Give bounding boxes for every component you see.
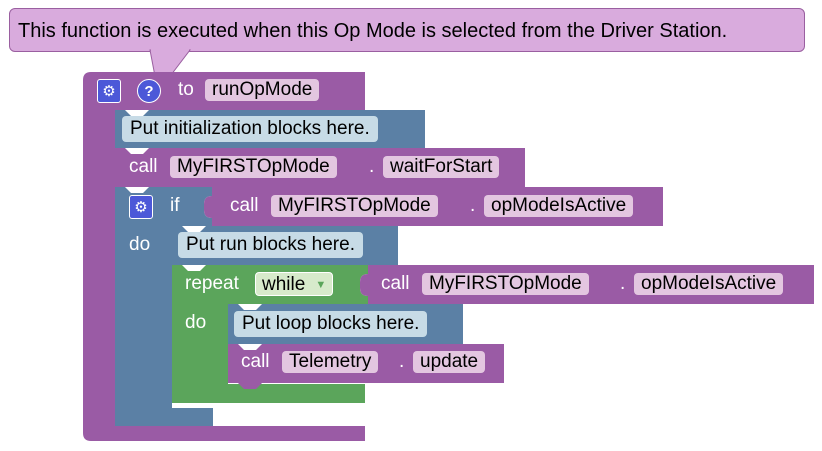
repeat-block[interactable] — [172, 265, 368, 403]
if-block[interactable] — [115, 187, 213, 426]
if-keyword: if — [170, 195, 180, 216]
dot-separator: . — [399, 351, 405, 372]
method-field[interactable]: opModeIsActive — [634, 273, 784, 295]
loop-comment-text[interactable]: Put loop blocks here. — [234, 311, 428, 337]
repeat-keyword: repeat — [185, 273, 239, 294]
method-field[interactable]: waitForStart — [383, 156, 500, 178]
call-keyword: call — [241, 351, 270, 372]
tooltip: This function is executed when this Op M… — [9, 8, 805, 52]
object-field[interactable]: MyFIRSTOpMode — [271, 195, 438, 217]
object-field[interactable]: Telemetry — [282, 351, 379, 373]
method-field[interactable]: update — [413, 351, 486, 373]
dot-separator: . — [470, 195, 476, 216]
method-field[interactable]: opModeIsActive — [484, 195, 634, 217]
if-gear-icon[interactable]: ⚙ — [129, 195, 153, 219]
to-keyword: to — [178, 79, 194, 100]
dot-separator: . — [620, 273, 626, 294]
dropdown-arrow-icon: ▼ — [315, 279, 327, 291]
do-keyword: do — [185, 312, 207, 333]
function-name-field[interactable]: runOpMode — [205, 79, 320, 101]
call-keyword: call — [230, 195, 259, 216]
object-field[interactable]: MyFIRSTOpMode — [170, 156, 337, 178]
tooltip-text: This function is executed when this Op M… — [18, 20, 728, 42]
help-icon[interactable]: ? — [137, 79, 161, 103]
run-comment-text[interactable]: Put run blocks here. — [178, 232, 363, 258]
gear-icon[interactable]: ⚙ — [97, 79, 121, 103]
function-block[interactable] — [83, 72, 365, 441]
repeat-mode-dropdown[interactable]: while ▼ — [255, 272, 334, 296]
do-keyword: do — [129, 234, 151, 255]
object-field[interactable]: MyFIRSTOpMode — [422, 273, 589, 295]
call-keyword: call — [129, 156, 158, 177]
call-keyword: call — [381, 273, 410, 294]
repeat-mode-value: while — [262, 274, 306, 296]
dot-separator: . — [369, 156, 375, 177]
init-comment-text[interactable]: Put initialization blocks here. — [122, 116, 378, 142]
